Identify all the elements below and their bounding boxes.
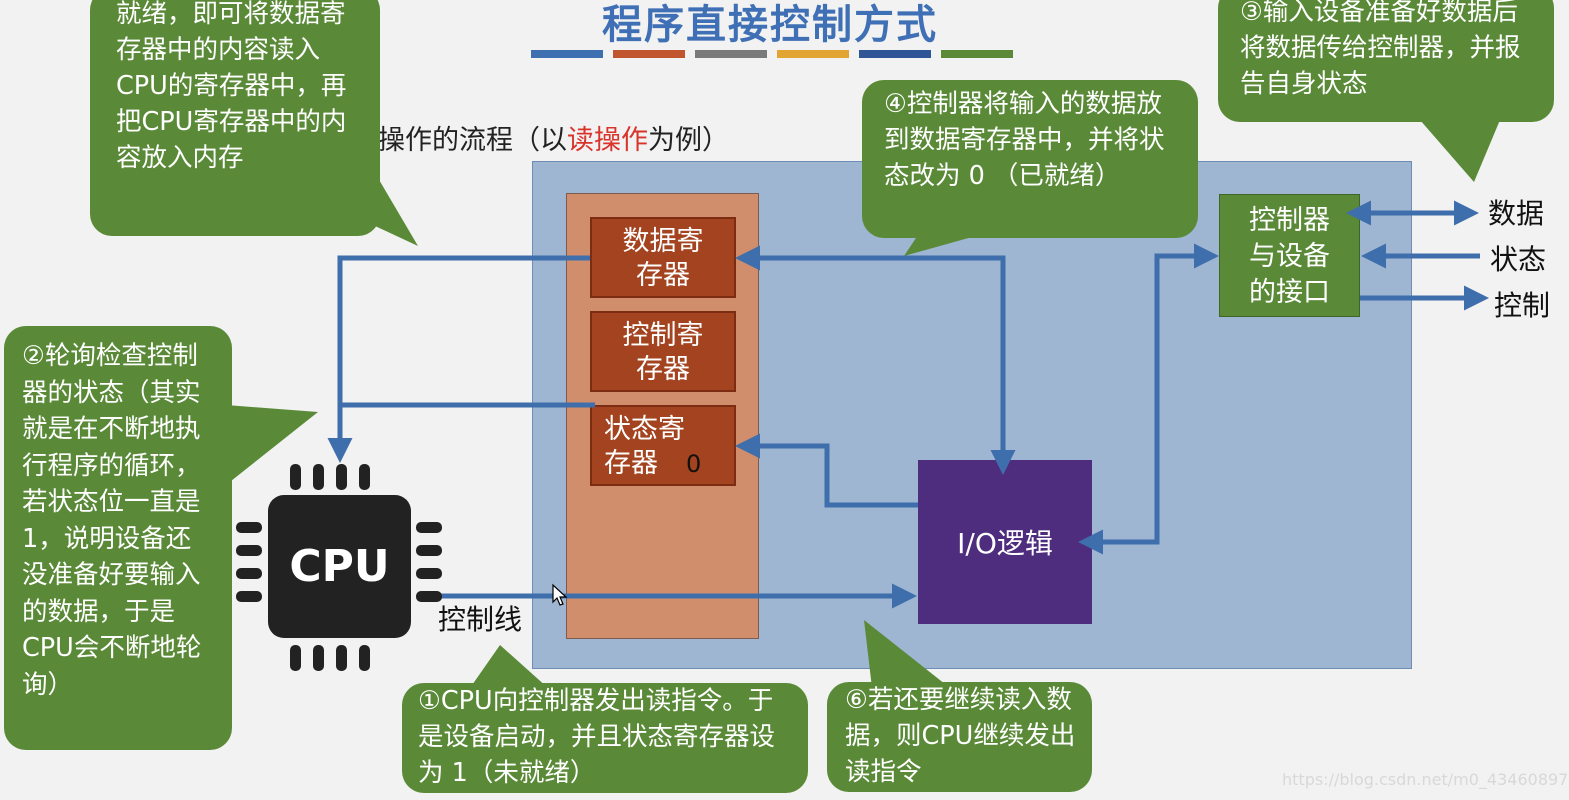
callout-step3: ③输入设备准备好数据后将数据传给控制器，并报告自身状态 — [1218, 0, 1554, 122]
callout-step6: ⑥若还要继续读入数据，则CPU继续发出读指令 — [827, 682, 1092, 792]
cpu-pin — [290, 645, 301, 671]
control-register-label: 控制寄存器 — [622, 320, 704, 385]
cpu-pin — [359, 645, 370, 671]
status-register-label: 状态寄存器 — [604, 414, 685, 479]
data-register: 数据寄存器 — [590, 217, 736, 298]
arrow-io-to-interface — [1078, 243, 1219, 555]
cpu-pin — [236, 591, 262, 602]
status-register-value: 0 — [686, 450, 702, 478]
cpu-pin — [416, 591, 442, 602]
title-underline-bars — [531, 50, 1013, 58]
title-bar-3 — [695, 50, 767, 58]
arrow-io-to-status-register — [735, 433, 918, 508]
title-bar-6 — [941, 50, 1013, 58]
title-bar-1 — [531, 50, 603, 58]
io-logic-block: I/O逻辑 — [918, 460, 1092, 624]
cpu-icon: CPU — [230, 460, 445, 675]
callout-step2: ②轮询检查控制器的状态（其实就是在不断地执行程序的循环，若状态位一直是1，说明设… — [4, 326, 232, 750]
cpu-pin — [313, 464, 324, 490]
bubble-step3-pointer — [1420, 120, 1500, 182]
subtitle-prefix: 操作的流程（以 — [378, 125, 567, 156]
cpu-pin — [236, 545, 262, 556]
signal-control-label: 控制 — [1494, 289, 1551, 322]
title-bar-4 — [777, 50, 849, 58]
cpu-pin — [236, 522, 262, 533]
cpu-pin — [236, 568, 262, 579]
cpu-pin — [336, 464, 347, 490]
callout-step4: ④控制器将输入的数据放到数据寄存器中，并将状态改为 0 （已就绪） — [862, 80, 1198, 238]
cpu-pin — [336, 645, 347, 671]
cpu-pin — [416, 568, 442, 579]
cpu-pin — [416, 545, 442, 556]
controller-device-interface: 控制器与设备的接口 — [1219, 194, 1360, 317]
callout-step1: ①CPU向控制器发出读指令。于是设备启动，并且状态寄存器设为 1（未就绪） — [402, 683, 808, 793]
controller-device-interface-label: 控制器与设备的接口 — [1249, 205, 1330, 308]
diagram-title: 程序直接控制方式 — [602, 2, 938, 48]
cpu-pin — [416, 522, 442, 533]
control-register: 控制寄存器 — [590, 311, 736, 392]
bubble-step6-pointer — [864, 620, 950, 688]
arrow-data-register-to-cpu — [327, 255, 590, 463]
watermark-url: https://blog.csdn.net/m0_43460897 — [1282, 770, 1569, 789]
cpu-pin — [313, 645, 324, 671]
data-register-label: 数据寄存器 — [622, 226, 704, 291]
cpu-pin — [290, 464, 301, 490]
callout-step5: 就绪，即可将数据寄存器中的内容读入CPU的寄存器中，再把CPU寄存器中的内容放入… — [90, 0, 380, 236]
arrow-io-to-data-register — [735, 245, 1016, 475]
bubble-step4-pointer — [904, 232, 990, 256]
title-bar-2 — [613, 50, 685, 58]
signal-data-label: 数据 — [1488, 197, 1545, 230]
subtitle-suffix: 为例） — [648, 125, 729, 156]
subtitle-highlight: 读操作 — [567, 125, 648, 156]
cpu-label: CPU — [268, 495, 411, 638]
title-bar-5 — [859, 50, 931, 58]
bubble-step2-pointer — [226, 405, 318, 485]
control-line-label: 控制线 — [438, 603, 523, 636]
mouse-cursor-icon — [552, 583, 568, 606]
cpu-pin — [359, 464, 370, 490]
signal-status-label: 状态 — [1490, 243, 1547, 276]
bubble-step1-pointer — [470, 645, 548, 688]
flow-subtitle: 操作的流程（以读操作为例） — [378, 118, 729, 157]
